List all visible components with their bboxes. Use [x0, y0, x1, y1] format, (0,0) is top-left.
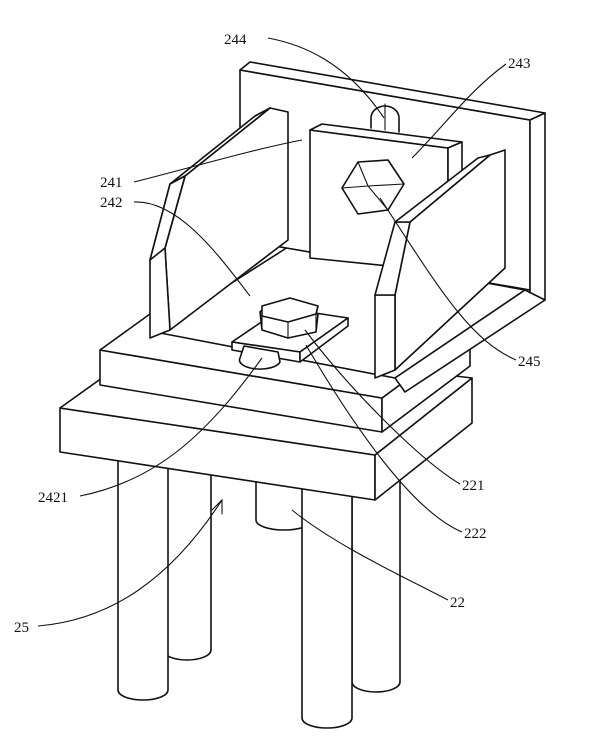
legs — [117, 449, 401, 729]
leg-back-left — [162, 463, 212, 661]
leader-241 — [133, 139, 303, 183]
leader-lines — [37, 37, 517, 627]
leader-222 — [305, 344, 463, 533]
leg-front-right — [301, 479, 353, 729]
label-2421: 2421 — [38, 490, 68, 506]
leader-221 — [304, 329, 461, 485]
label-221: 221 — [462, 478, 485, 494]
label-22: 22 — [450, 595, 465, 611]
leader-22 — [291, 509, 449, 601]
leader-245 — [379, 197, 517, 361]
hex-nut-221 — [259, 297, 319, 339]
leader-243 — [411, 63, 507, 159]
leader-25 — [37, 499, 223, 627]
leg-front-left — [117, 449, 169, 701]
clamp-wall-left-241 — [149, 107, 289, 339]
label-25: 25 — [14, 620, 29, 636]
label-245: 245 — [518, 354, 541, 370]
washer-2421 — [238, 345, 281, 370]
slot-244 — [370, 103, 400, 133]
label-243: 243 — [508, 56, 531, 72]
clamp-wall-right — [374, 149, 506, 379]
label-241: 241 — [100, 175, 123, 191]
leader-244 — [267, 37, 385, 119]
leg-back-right — [351, 469, 401, 693]
label-242: 242 — [100, 195, 123, 211]
reference-labels: 244 243 241 242 245 221 2421 222 25 22 — [14, 32, 541, 636]
leader-242 — [133, 201, 251, 297]
leader-2421 — [79, 357, 263, 497]
label-244: 244 — [224, 32, 247, 48]
label-222: 222 — [464, 526, 487, 542]
